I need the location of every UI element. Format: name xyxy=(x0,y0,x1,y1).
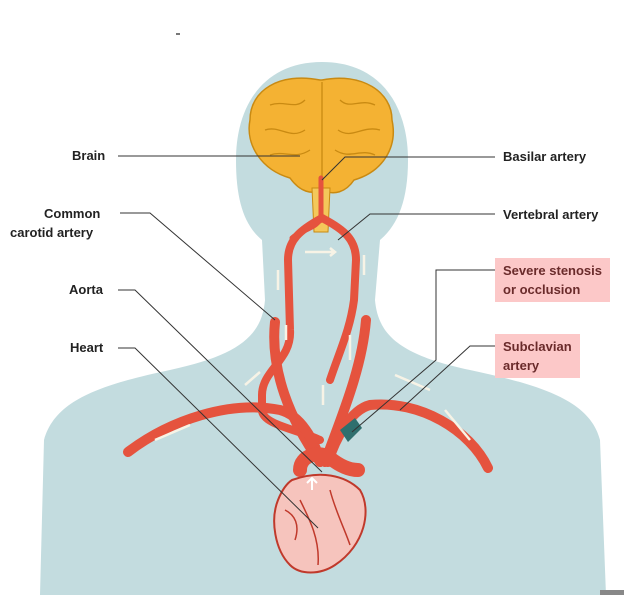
arteries xyxy=(123,175,493,477)
label-aorta: Aorta xyxy=(69,282,103,297)
label-vertebral-artery: Vertebral artery xyxy=(503,207,599,222)
body-silhouette xyxy=(40,62,606,595)
label-subclavian-artery: Subclavian artery xyxy=(495,334,580,378)
subclavian-right xyxy=(323,399,493,473)
label-common-carotid-line1: Common xyxy=(44,206,101,221)
label-common-carotid-line2: carotid artery xyxy=(10,225,94,240)
label-basilar-artery: Basilar artery xyxy=(503,149,587,164)
label-heart: Heart xyxy=(70,340,104,355)
aorta xyxy=(293,447,365,477)
stenosis-line2: or occlusion xyxy=(503,282,581,297)
leader-lines xyxy=(118,155,495,529)
stenosis-line1: Severe stenosis xyxy=(503,263,603,278)
label-severe-stenosis: Severe stenosis or occlusion xyxy=(495,258,611,302)
subclavian-line1: Subclavian xyxy=(503,339,572,354)
label-brain: Brain xyxy=(72,148,106,163)
occlusion-marker xyxy=(340,418,362,442)
vertebral-artery-right xyxy=(318,214,361,384)
subclavian-left xyxy=(123,402,325,467)
heart xyxy=(273,473,367,574)
subclavian-line2: artery xyxy=(503,358,540,373)
